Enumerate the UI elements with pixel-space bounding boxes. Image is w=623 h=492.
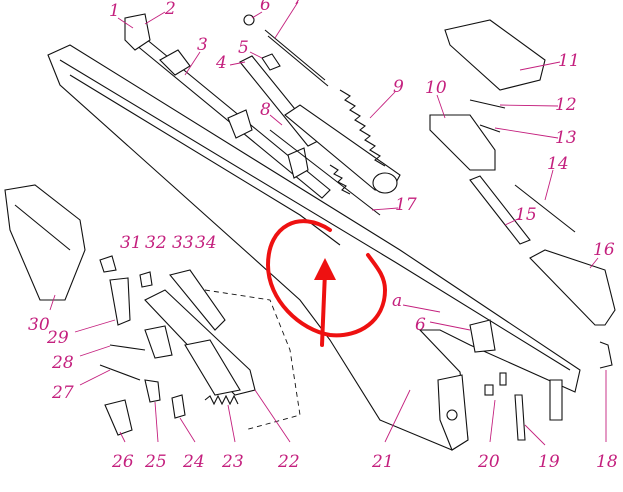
label-26: 26 <box>111 452 134 472</box>
stock <box>47 44 581 451</box>
red-annotation <box>265 219 388 347</box>
label-33: 33 <box>172 233 194 253</box>
bolt-parts <box>429 19 616 441</box>
label-28: 28 <box>51 353 74 373</box>
label-1: 1 <box>109 1 120 21</box>
label-15: 15 <box>515 205 537 225</box>
label-34: 34 <box>195 233 217 253</box>
label-16: 16 <box>593 240 615 260</box>
label-20: 20 <box>477 452 500 472</box>
label-3: 3 <box>197 35 208 55</box>
rods <box>239 14 401 216</box>
label-18: 18 <box>596 452 618 472</box>
label-14: 14 <box>547 154 569 174</box>
label-2: 2 <box>164 0 176 19</box>
annotation-arrow-shaft <box>320 270 327 347</box>
label-27: 27 <box>51 383 74 403</box>
label-22: 22 <box>277 452 300 472</box>
label-32: 32 <box>145 233 167 253</box>
leader-lines <box>49 1 607 446</box>
label-8: 8 <box>260 100 271 120</box>
label-30: 30 <box>28 315 50 335</box>
barrel <box>124 13 331 199</box>
label-24: 24 <box>182 452 205 472</box>
label-9: 9 <box>393 77 404 97</box>
label-5: 5 <box>238 38 249 58</box>
label-21: 21 <box>371 452 394 472</box>
label-17: 17 <box>395 195 417 215</box>
label-12: 12 <box>555 95 577 115</box>
trigger-group <box>99 255 301 436</box>
label-29: 29 <box>46 328 69 348</box>
magazine <box>4 184 86 301</box>
label-23: 23 <box>221 452 244 472</box>
annotation-arrow-head <box>314 258 336 280</box>
label-11: 11 <box>558 51 580 71</box>
label-a: a <box>392 291 402 311</box>
label-7: 7 <box>293 0 304 9</box>
label-13: 13 <box>555 128 577 148</box>
label-10: 10 <box>425 78 447 98</box>
label-6: 6 <box>260 0 271 15</box>
label-31: 31 <box>120 233 142 253</box>
label-19: 19 <box>538 452 560 472</box>
label-4: 4 <box>215 53 227 73</box>
label-6b: 6 <box>415 315 426 335</box>
part-labels: 1 2 6 7 3 5 4 9 8 10 11 12 13 14 15 16 1… <box>28 0 618 472</box>
label-25: 25 <box>144 452 167 472</box>
